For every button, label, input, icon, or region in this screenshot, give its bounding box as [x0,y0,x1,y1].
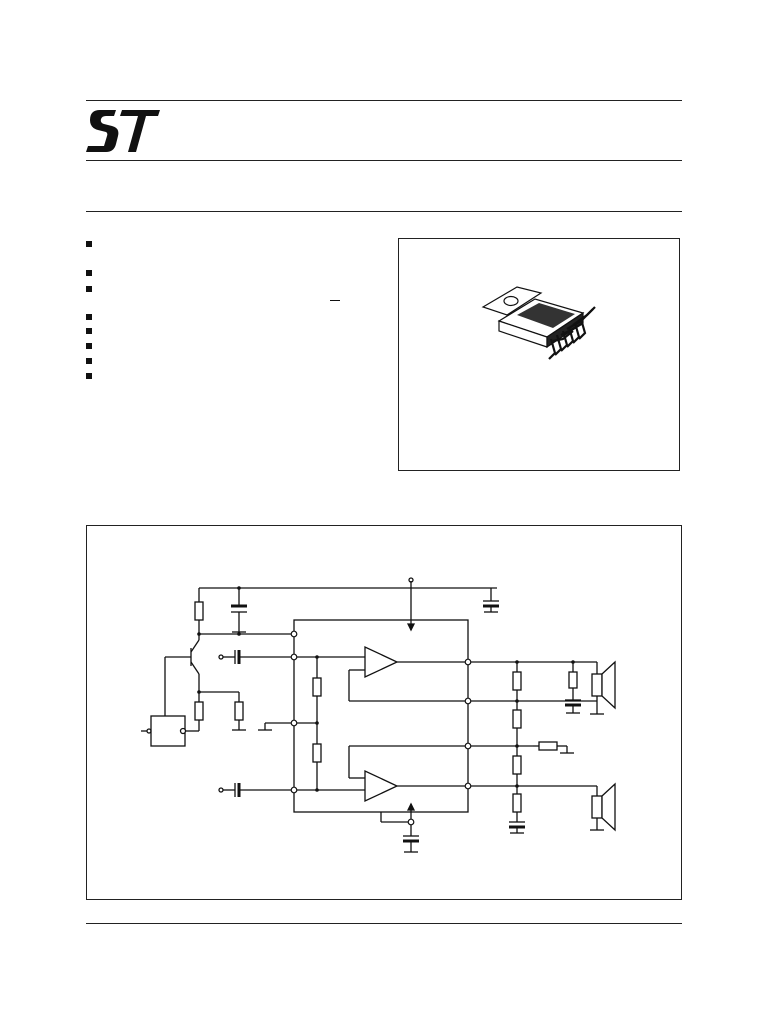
list-item-bullet [86,270,92,276]
header-bottom-rule [86,160,682,161]
multiwatt-package-icon [481,286,596,360]
application-circuit-diagram [141,577,616,853]
title-bottom-rule [86,211,682,212]
package-figure [398,238,680,471]
list-item-bullet [86,314,92,320]
list-item-bullet [86,328,92,334]
header-top-rule [86,100,682,101]
list-item-bullet [86,286,92,292]
application-circuit-figure [86,525,682,900]
overline-mark [330,300,340,301]
footer-rule [86,923,682,924]
st-logo [86,110,160,152]
list-item-bullet [86,358,92,364]
list-item-bullet [86,373,92,379]
list-item-bullet [86,241,92,247]
list-item-bullet [86,343,92,349]
